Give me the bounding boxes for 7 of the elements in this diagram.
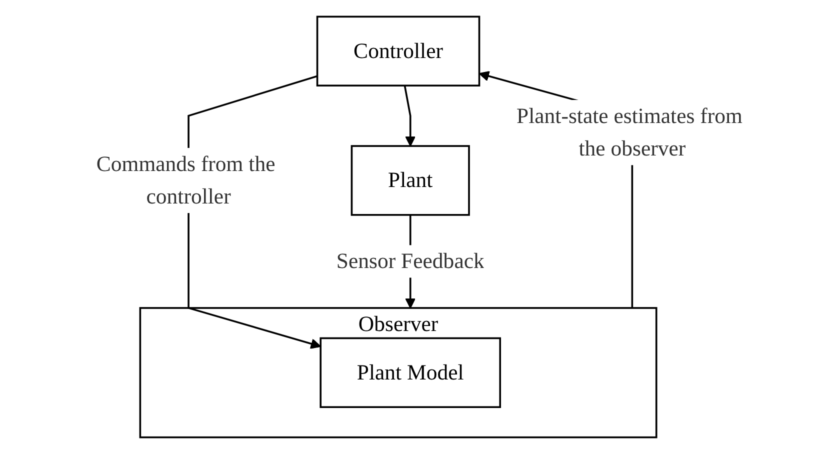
node-box: Plant Model (319, 337, 501, 408)
edge-label: Sensor Feedback (336, 248, 484, 273)
edge-label: Plant-state estimates from the observer (516, 104, 742, 160)
arrow (403, 85, 416, 146)
node-box: Controller (316, 16, 480, 86)
edge-label: Commands from the controller (96, 151, 275, 208)
node-box: Plant (350, 145, 470, 216)
